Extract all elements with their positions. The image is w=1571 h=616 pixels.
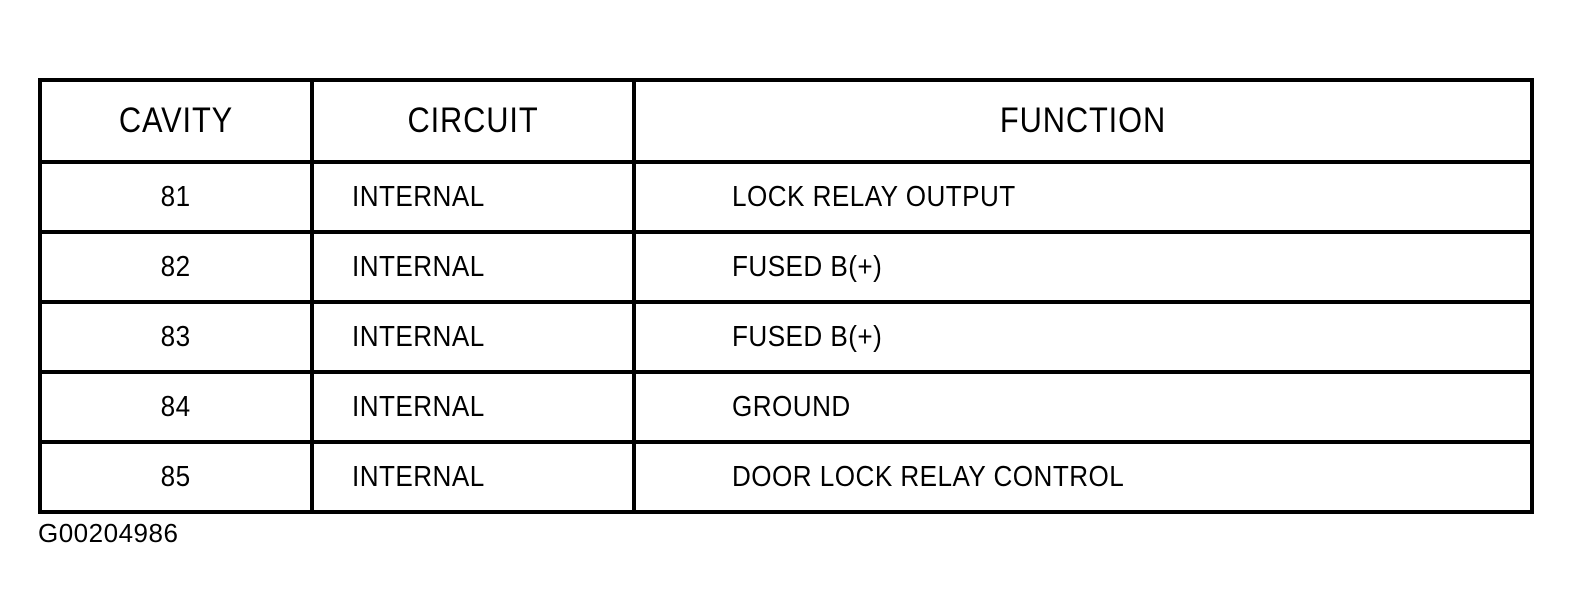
table-header-row: CAVITY CIRCUIT FUNCTION	[38, 78, 1534, 164]
circuit-value: INTERNAL	[352, 180, 485, 213]
table-row: 83 INTERNAL FUSED B(+)	[38, 300, 1534, 374]
function-value: FUSED B(+)	[732, 320, 883, 353]
column-header-cavity: CAVITY	[38, 78, 314, 164]
cavity-value: 85	[161, 460, 191, 493]
column-header-circuit: CIRCUIT	[310, 78, 636, 164]
cell-cavity: 85	[38, 440, 314, 514]
cell-circuit: INTERNAL	[310, 230, 636, 304]
cell-function: FUSED B(+)	[632, 300, 1534, 374]
circuit-value: INTERNAL	[352, 460, 485, 493]
cavity-value: 83	[161, 320, 191, 353]
cell-function: LOCK RELAY OUTPUT	[632, 160, 1534, 234]
cavity-value: 84	[161, 390, 191, 423]
cell-circuit: INTERNAL	[310, 160, 636, 234]
cavity-value: 81	[161, 180, 191, 213]
cell-circuit: INTERNAL	[310, 440, 636, 514]
cavity-value: 82	[161, 250, 191, 283]
cell-cavity: 84	[38, 370, 314, 444]
circuit-value: INTERNAL	[352, 320, 485, 353]
table-row: 85 INTERNAL DOOR LOCK RELAY CONTROL	[38, 440, 1534, 514]
cell-function: FUSED B(+)	[632, 230, 1534, 304]
function-value: FUSED B(+)	[732, 250, 883, 283]
column-header-function-label: FUNCTION	[999, 101, 1167, 140]
circuit-value: INTERNAL	[352, 390, 485, 423]
function-value: DOOR LOCK RELAY CONTROL	[732, 460, 1125, 493]
function-value: GROUND	[732, 390, 851, 423]
cell-cavity: 81	[38, 160, 314, 234]
connector-pinout-table: CAVITY CIRCUIT FUNCTION 81 INTERNAL	[38, 78, 1534, 514]
column-header-cavity-label: CAVITY	[118, 101, 234, 140]
cell-circuit: INTERNAL	[310, 300, 636, 374]
cell-cavity: 82	[38, 230, 314, 304]
cell-function: DOOR LOCK RELAY CONTROL	[632, 440, 1534, 514]
cell-cavity: 83	[38, 300, 314, 374]
cell-circuit: INTERNAL	[310, 370, 636, 444]
column-header-function: FUNCTION	[632, 78, 1534, 164]
table-row: 84 INTERNAL GROUND	[38, 370, 1534, 444]
circuit-value: INTERNAL	[352, 250, 485, 283]
table-row: 82 INTERNAL FUSED B(+)	[38, 230, 1534, 304]
cell-function: GROUND	[632, 370, 1534, 444]
function-value: LOCK RELAY OUTPUT	[732, 180, 1016, 213]
column-header-circuit-label: CIRCUIT	[407, 101, 539, 140]
table-row: 81 INTERNAL LOCK RELAY OUTPUT	[38, 160, 1534, 234]
figure-caption: G00204986	[38, 518, 179, 548]
